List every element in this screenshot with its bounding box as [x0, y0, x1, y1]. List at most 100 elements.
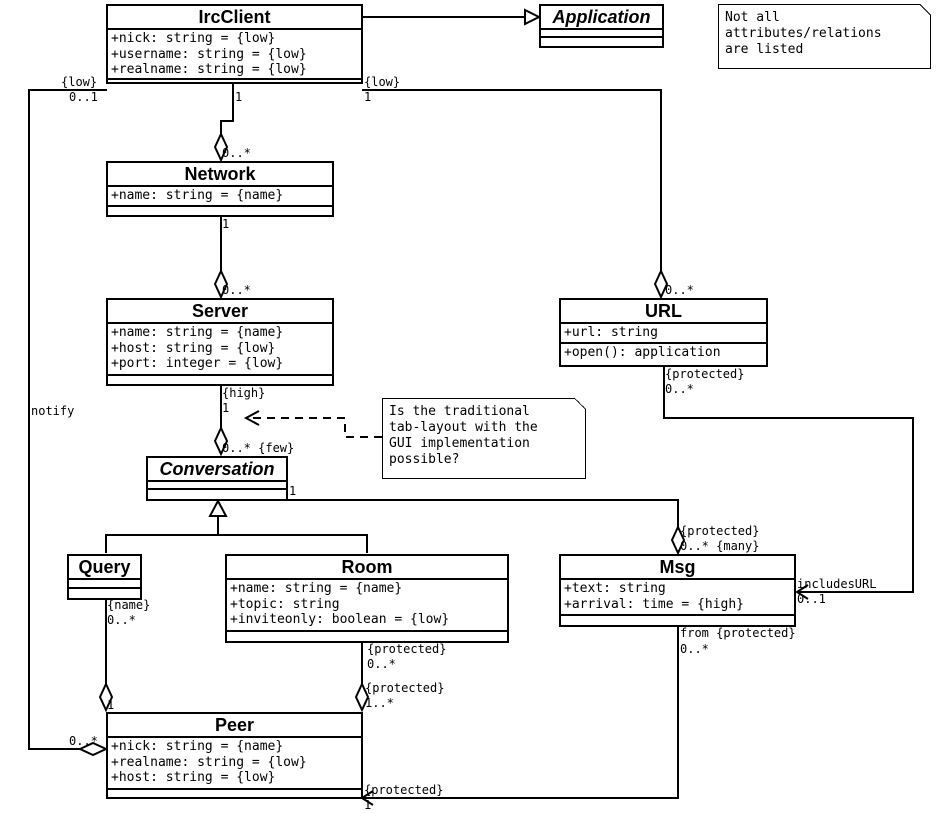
- label-conv-msg-mult: 1: [289, 484, 297, 498]
- label-includes-url: includesURL: [797, 577, 877, 591]
- query-conversation-inheritance: [105, 534, 368, 553]
- label-peer-room-mult: 1..*: [365, 696, 394, 710]
- label-conv-mult-many: 0..* {few}: [222, 441, 295, 455]
- note-line: possible?: [389, 452, 460, 467]
- label-net-mult-many: 0..*: [222, 146, 251, 160]
- class-application-name: Application: [541, 6, 662, 30]
- ircclient-attr-username: +username: string = {low}: [111, 46, 307, 62]
- label-irc-net-mult: 1: [235, 90, 243, 104]
- label-url-protected: {protected}: [665, 367, 745, 381]
- class-url[interactable]: URL +url: string +open(): application: [559, 298, 768, 367]
- ircclient-network-association: [220, 82, 234, 134]
- conversation-msg-association: [288, 499, 679, 527]
- note-line: Is the traditional: [389, 404, 530, 419]
- network-attr-name: +name: string = {name}: [111, 188, 284, 203]
- label-peer-room-protected: {protected}: [365, 681, 445, 695]
- label-query-peer-mult: 1: [107, 698, 115, 712]
- label-query-mult: 0..*: [107, 613, 136, 627]
- ircclient-url-association: [362, 89, 662, 271]
- class-msg[interactable]: Msg +text: string +arrival: time = {high…: [559, 554, 796, 627]
- aggregation-diamond-peer-query: [98, 681, 114, 713]
- label-query-name: {name}: [107, 598, 151, 612]
- label-peer-msg-mult: 1: [364, 798, 372, 812]
- ircclient-peer-notify: [28, 89, 107, 750]
- ircclient-attr-realname: +realname: string = {low}: [111, 62, 307, 77]
- label-net-srv-mult: 1: [222, 217, 230, 231]
- class-msg-name: Msg: [561, 556, 794, 580]
- class-ircclient-name: IrcClient: [108, 6, 361, 30]
- class-query[interactable]: Query: [67, 554, 142, 600]
- server-attr-name: +name: string = {name}: [111, 325, 284, 340]
- class-server-name: Server: [108, 300, 332, 324]
- label-msg-protected: {protected}: [680, 524, 760, 538]
- url-msg-association: [663, 366, 914, 593]
- label-irc-low-left: {low}: [61, 75, 98, 89]
- url-op-open: +open(): application: [564, 345, 721, 360]
- msg-attr-text: +text: string: [564, 581, 666, 596]
- msg-peer-association: [362, 627, 679, 799]
- url-attr-url: +url: string: [564, 325, 658, 340]
- room-attr-name: +name: string = {name}: [230, 581, 403, 596]
- open-arrow-msg: [795, 584, 809, 600]
- class-conversation[interactable]: Conversation: [146, 456, 288, 501]
- label-notify: notify: [31, 404, 75, 418]
- class-application[interactable]: Application: [539, 4, 664, 48]
- peer-attr-host: +host: string = {low}: [111, 770, 276, 785]
- peer-attr-realname: +realname: string = {low}: [111, 754, 307, 770]
- label-peer-irc-mult: 0..*: [69, 734, 98, 748]
- label-room-protected: {protected}: [367, 642, 447, 656]
- note-line: tab-layout with the: [389, 420, 538, 435]
- peer-attr-nick: +nick: string = {name}: [111, 739, 284, 754]
- label-srv-conv-mult: 1: [222, 401, 230, 415]
- note-tab-layout: Is the traditional tab-layout with the G…: [382, 398, 586, 479]
- ircclient-attr-nick: +nick: string = {low}: [111, 31, 276, 46]
- label-irc-mult-left: 0..1: [69, 90, 98, 104]
- generalization-arrowhead-conversation: [208, 498, 228, 517]
- class-network[interactable]: Network +name: string = {name}: [106, 161, 334, 217]
- class-ircclient[interactable]: IrcClient +nick: string = {low} +usernam…: [106, 4, 363, 84]
- label-msg-mult-many: 0..* {many}: [680, 539, 760, 553]
- note-line: GUI implementation: [389, 436, 530, 451]
- server-attr-port: +port: integer = {low}: [111, 356, 284, 371]
- class-room-name: Room: [227, 556, 507, 580]
- note-dependency-dashed: [246, 417, 382, 438]
- class-url-name: URL: [561, 300, 766, 324]
- class-room[interactable]: Room +name: string = {name} +topic: stri…: [225, 554, 509, 643]
- class-query-name: Query: [69, 556, 140, 580]
- note-fold-corner: [920, 4, 931, 15]
- generalization-arrowhead-application: [524, 8, 542, 26]
- room-attr-topic: +topic: string: [230, 596, 340, 612]
- label-msg-from-mult: 0..*: [680, 642, 709, 656]
- note-not-all-listed: Not all attributes/relations are listed: [718, 4, 931, 69]
- msg-attr-arrival: +arrival: time = {high}: [564, 596, 745, 612]
- label-srv-high: {high}: [222, 386, 266, 400]
- room-attr-inviteonly: +inviteonly: boolean = {low}: [230, 612, 450, 627]
- server-attr-host: +host: string = {low}: [111, 340, 276, 356]
- dependency-open-arrow: [243, 410, 260, 426]
- label-msg-from: from {protected}: [680, 626, 796, 640]
- label-room-mult: 0..*: [367, 657, 396, 671]
- label-srv-mult-many: 0..*: [222, 283, 251, 297]
- class-conversation-name: Conversation: [148, 458, 286, 482]
- aggregation-diamond-conversation: [213, 425, 229, 457]
- label-peer-protected: {protected}: [364, 783, 444, 797]
- class-peer[interactable]: Peer +nick: string = {name} +realname: s…: [106, 712, 363, 799]
- note-line: are listed: [725, 42, 804, 57]
- aggregation-diamond-server: [213, 268, 229, 300]
- note-line: Not all: [725, 10, 780, 25]
- note-fold-corner: [575, 398, 586, 409]
- aggregation-diamond-network: [213, 131, 229, 163]
- aggregation-diamond-peer-room: [354, 681, 370, 713]
- aggregation-diamond-msg: [670, 524, 686, 556]
- label-includes-mult: 0..1: [797, 592, 826, 606]
- label-irc-mult-right: 1: [364, 90, 372, 104]
- note-line: attributes/relations: [725, 26, 882, 41]
- class-network-name: Network: [108, 163, 332, 187]
- label-irc-low-right: {low}: [364, 75, 401, 89]
- class-server[interactable]: Server +name: string = {name} +host: str…: [106, 298, 334, 386]
- aggregation-diamond-url: [653, 268, 669, 300]
- class-peer-name: Peer: [108, 714, 361, 738]
- label-url-mult-many: 0..*: [665, 283, 694, 297]
- label-url-msg-mult: 0..*: [665, 382, 694, 396]
